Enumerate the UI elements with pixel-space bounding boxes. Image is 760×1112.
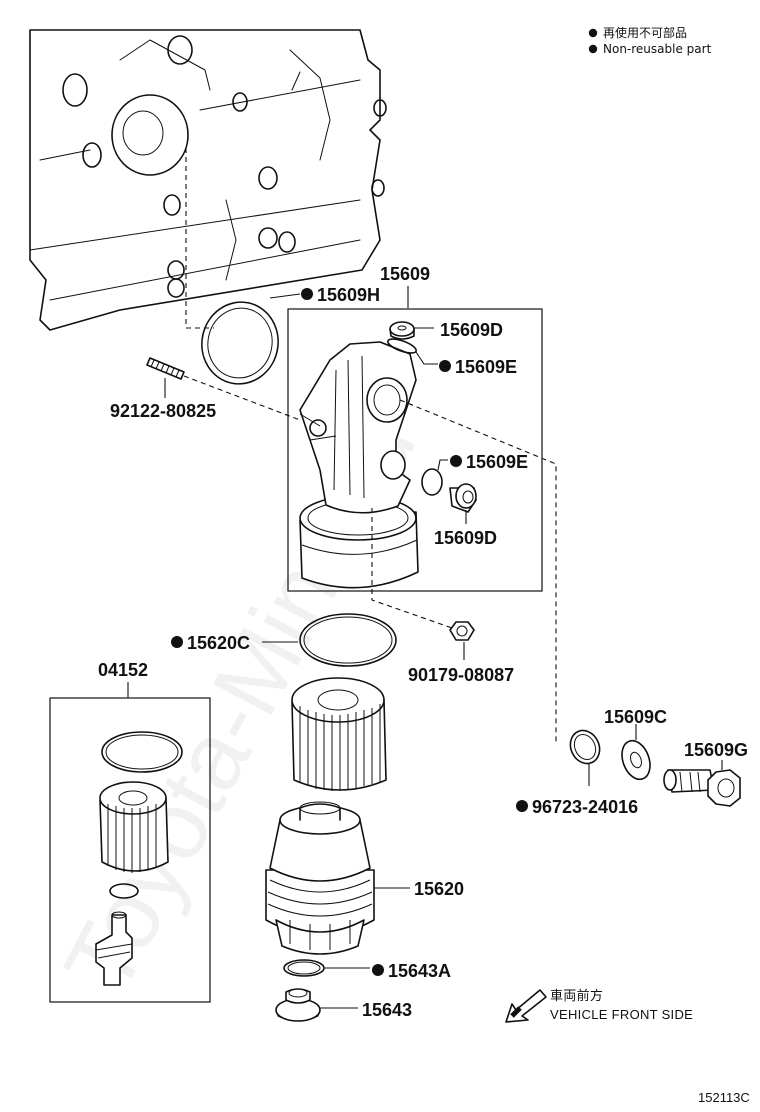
non-reusable-bullet-icon	[301, 288, 313, 300]
label-04152: 04152	[98, 660, 148, 680]
front-label-jp: 車両前方	[550, 988, 603, 1003]
label-15609: 15609	[380, 264, 430, 284]
non-reusable-bullet-icon	[516, 800, 528, 812]
legend-bullet-icon	[588, 44, 598, 54]
label-15609E-mid: 15609E	[466, 452, 528, 472]
union-bolt-15609G	[663, 769, 741, 807]
vehicle-front-indicator: 車両前方 VEHICLE FRONT SIDE	[505, 988, 693, 1023]
diagram-number: 152113C	[698, 1090, 750, 1105]
legend-en: Non-reusable part	[603, 42, 712, 56]
front-arrow-icon	[505, 989, 547, 1023]
label-15643: 15643	[362, 1000, 412, 1020]
engine-block-illustration	[29, 29, 387, 331]
legend: 再使用不可部品 Non-reusable part	[588, 25, 712, 56]
oring-15609E-top	[387, 338, 417, 354]
non-reusable-bullet-icon	[171, 636, 183, 648]
bracket-assembly-box	[287, 308, 543, 592]
stud-bolt-92122	[146, 357, 185, 380]
washer-15609C	[621, 739, 651, 781]
non-reusable-bullet-icon	[372, 964, 384, 976]
legend-bullet-icon	[588, 28, 598, 38]
filter-kit-box	[49, 697, 211, 1003]
plug-15609D-top	[389, 321, 415, 340]
filter-element-center	[291, 677, 387, 791]
label-15609D-mid: 15609D	[434, 528, 497, 548]
drain-plug-15643	[275, 988, 321, 1022]
label-90179: 90179-08087	[408, 665, 514, 685]
stud-assembly-line	[183, 375, 301, 421]
label-15609G: 15609G	[684, 740, 748, 760]
label-15609H: 15609H	[317, 285, 380, 305]
kit-small-oring	[109, 883, 139, 899]
leader-15609H	[269, 293, 301, 299]
label-15643A: 15643A	[388, 961, 451, 981]
label-15609E-top: 15609E	[455, 357, 517, 377]
non-reusable-bullet-icon	[439, 360, 451, 372]
label-92122: 92122-80825	[110, 401, 216, 421]
filter-cap-15620	[265, 801, 375, 955]
oil-filter-bracket-15609	[299, 341, 419, 589]
legend-jp: 再使用不可部品	[603, 25, 687, 40]
kit-filter-element	[99, 781, 169, 873]
kit-drain-pipe	[95, 911, 133, 986]
oring-15620C	[299, 613, 397, 667]
label-15620: 15620	[414, 879, 464, 899]
nut-90179	[449, 621, 475, 641]
leader-15609E-top	[415, 351, 438, 365]
label-96723: 96723-24016	[532, 797, 638, 817]
label-15609C: 15609C	[604, 707, 667, 727]
non-reusable-bullet-icon	[450, 455, 462, 467]
front-label-en: VEHICLE FRONT SIDE	[550, 1007, 693, 1022]
gasket-96723	[569, 729, 601, 765]
oring-15609E-mid	[421, 468, 443, 496]
plug-15609D-mid	[449, 483, 477, 513]
gasket-15609H	[201, 301, 279, 385]
label-15609D-top: 15609D	[440, 320, 503, 340]
leader-15609E-mid	[437, 459, 448, 471]
kit-oring	[101, 731, 183, 773]
drain-assembly-line	[371, 508, 453, 629]
port-assembly-line	[399, 399, 557, 742]
label-15620C: 15620C	[187, 633, 250, 653]
